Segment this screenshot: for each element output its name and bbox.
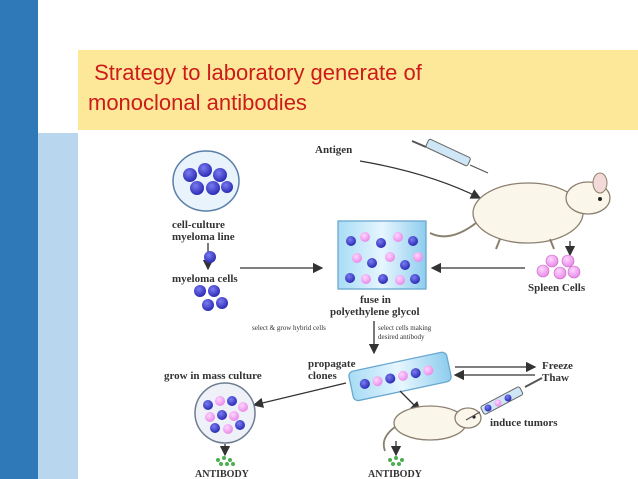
top-left-panel: [38, 0, 78, 133]
mass-culture-dish: [194, 382, 256, 444]
freeze-label: Freeze: [542, 360, 573, 372]
fuse-label: fuse in: [360, 294, 391, 306]
monoclonal-antibody-diagram: cell-culture myeloma line myeloma cells …: [164, 138, 611, 479]
left-accent-bar-dark: [0, 0, 38, 479]
syringe-bottom-icon: [465, 377, 543, 421]
clones-label: clones: [308, 370, 337, 382]
mouse-bottom-icon: [382, 405, 482, 452]
polyethylene-glycol-label: polyethylene glycol: [330, 306, 420, 318]
arrow-clones-to-culture: [252, 382, 347, 408]
spleen-cells-cluster: [536, 254, 581, 280]
antibody-dots-left: [216, 456, 235, 466]
clones-tube: [348, 351, 452, 402]
myeloma-cells-label: myeloma cells: [172, 273, 238, 285]
grow-mass-culture-label: grow in mass culture: [164, 370, 262, 382]
slide-title: Strategy to laboratory generate of monoc…: [88, 58, 588, 118]
myeloma-line-label: myeloma line: [172, 231, 235, 243]
antibody-left-label: ANTIBODY: [195, 469, 250, 479]
title-band: [78, 50, 638, 130]
thaw-label: Thaw: [542, 372, 569, 384]
title-line-2: monoclonal antibodies: [88, 90, 307, 115]
cell-culture-label: cell-culture: [172, 219, 225, 231]
title-line-1: Strategy to laboratory generate of: [88, 60, 422, 85]
myeloma-culture-dish: [172, 150, 240, 212]
select-grow-label: select & grow hybrid cells: [252, 324, 326, 332]
mouse-top-icon: [429, 172, 611, 250]
propagate-label: propagate: [308, 358, 356, 370]
arrow-antigen-to-mouse: [359, 160, 482, 199]
fusion-tube: [337, 220, 427, 290]
induce-tumors-label: induce tumors: [490, 417, 558, 429]
syringe-top-icon: [411, 138, 489, 174]
antibody-dots-right: [388, 456, 404, 466]
myeloma-cells-cluster: [194, 251, 228, 311]
antigen-label: Antigen: [315, 144, 352, 156]
spleen-cells-label: Spleen Cells: [528, 282, 586, 294]
select-cells-label-2: desired antibody: [378, 333, 425, 341]
select-cells-label-1: select cells making: [378, 324, 432, 332]
antibody-right-label: ANTIBODY: [368, 469, 423, 479]
